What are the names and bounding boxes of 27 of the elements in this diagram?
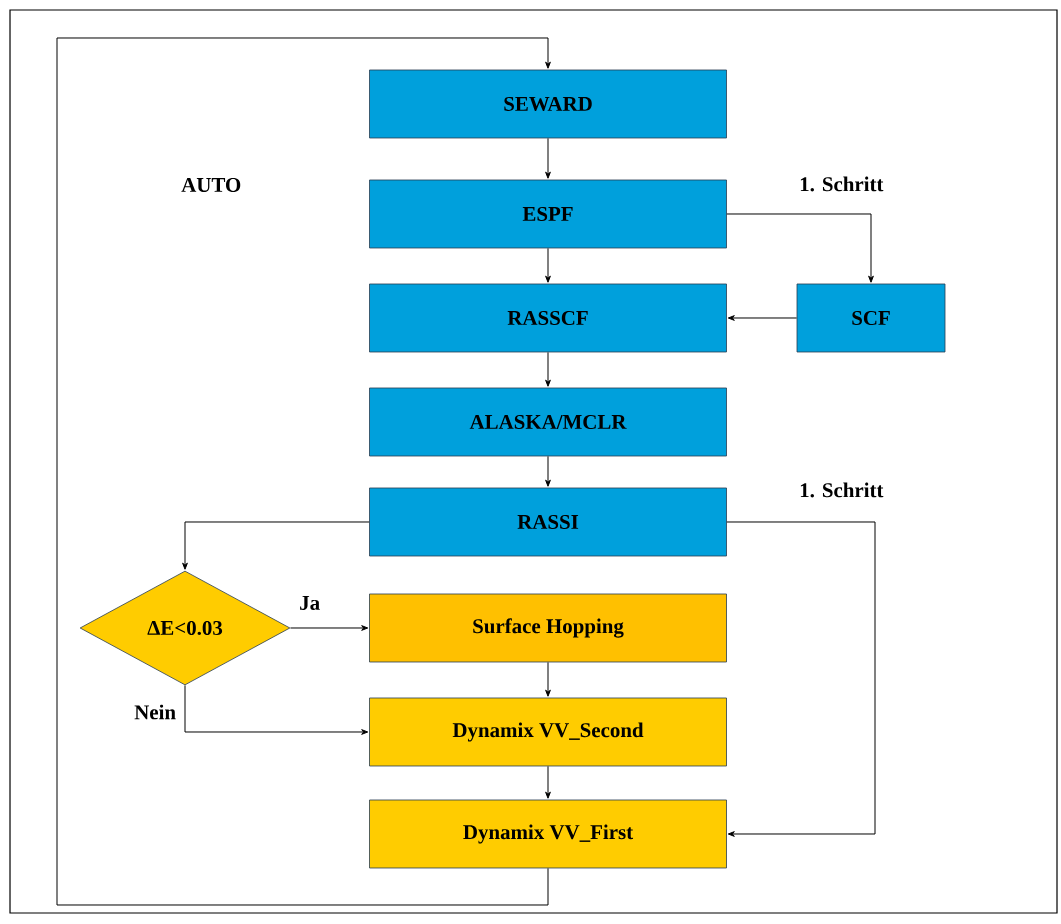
edge-label: Ja <box>298 595 322 611</box>
edge-label: 1. Schritt <box>798 481 885 499</box>
arrow <box>56 37 551 906</box>
arrow <box>545 661 551 697</box>
arrow <box>726 213 874 283</box>
arrow <box>545 351 551 387</box>
arrow <box>726 521 876 837</box>
arrow <box>545 137 551 179</box>
note-label: AUTO <box>181 177 241 193</box>
process-box: Surface Hopping <box>369 593 727 663</box>
arrow <box>545 247 551 283</box>
process-box: RASSI <box>369 487 727 557</box>
arrow <box>727 315 798 321</box>
process-box: ALASKA/MCLR <box>369 387 727 457</box>
arrow <box>545 455 551 487</box>
process-box: Dynamix VV_Second <box>369 697 727 767</box>
arrow <box>289 625 369 631</box>
arrow <box>182 521 370 570</box>
process-box: ESPF <box>369 179 727 249</box>
arrow <box>545 765 551 799</box>
process-box: SCF <box>796 283 946 353</box>
process-box: Dynamix VV_First <box>369 799 727 869</box>
edge-label: 1. Schritt <box>798 175 885 193</box>
edge-label: Nein <box>133 703 178 721</box>
arrow <box>184 684 369 735</box>
process-box: RASSCF <box>369 283 727 353</box>
process-box: SEWARD <box>369 69 727 139</box>
